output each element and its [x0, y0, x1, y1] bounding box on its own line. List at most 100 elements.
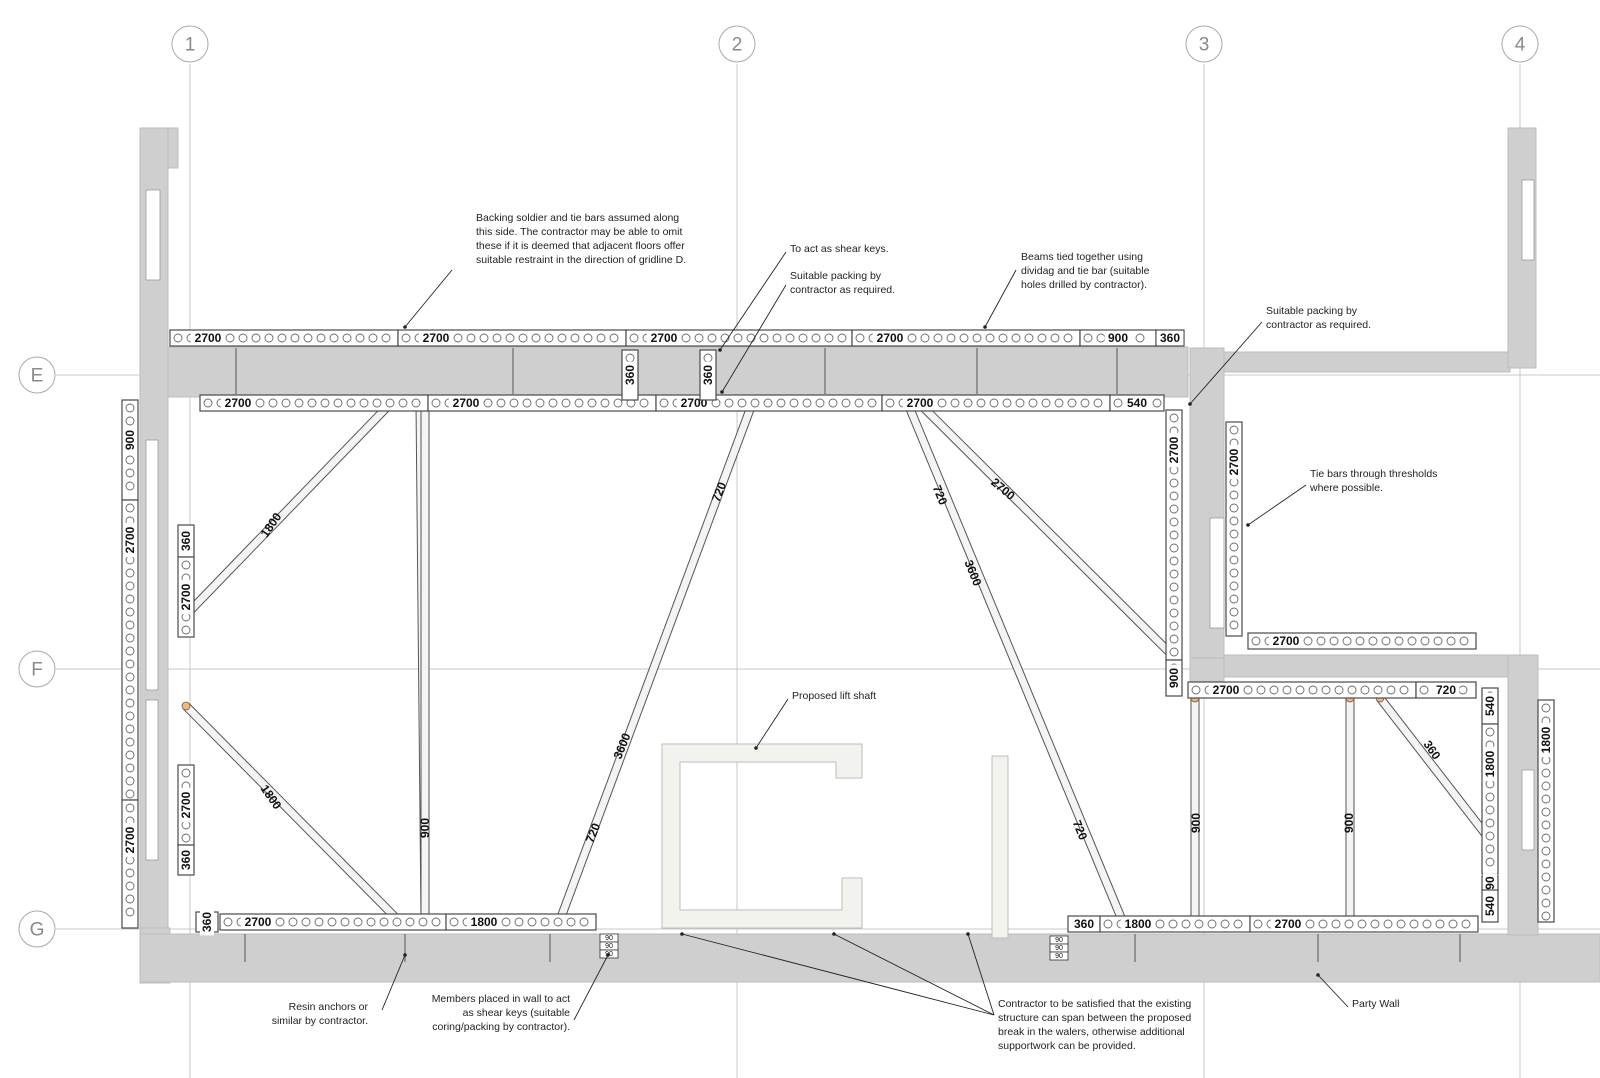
waler-hole	[1135, 333, 1145, 343]
waler-hole	[1229, 542, 1239, 552]
packer-label: 90	[605, 943, 613, 950]
waler-hole	[223, 917, 233, 927]
note-line: Backing soldier and tie bars assumed alo…	[476, 212, 679, 224]
waler-hole	[125, 659, 135, 669]
waler-hole	[342, 333, 352, 343]
waler-hole	[1233, 919, 1243, 929]
waler-label: 540	[1483, 696, 1497, 716]
note: To act as shear keys.	[718, 243, 889, 352]
waler-hole	[570, 333, 580, 343]
packer-label: 90	[605, 935, 613, 942]
waler-hole	[1458, 685, 1468, 695]
waler-hole	[288, 917, 298, 927]
waler-hole	[1448, 919, 1458, 929]
waler-label-bg	[1483, 873, 1497, 893]
leader-line	[967, 933, 995, 1016]
waler-hole	[431, 917, 441, 927]
waler-hole	[815, 398, 825, 408]
waler-hole	[1541, 820, 1551, 830]
waler-hole	[1169, 569, 1179, 579]
waler-hole	[125, 907, 135, 917]
waler-label-bg	[1270, 917, 1306, 931]
waler-hole	[907, 333, 917, 343]
waler-beam: 2700	[169, 329, 399, 347]
leader-arrow	[754, 746, 758, 750]
waler-hole	[181, 768, 191, 778]
waler-hole	[1229, 477, 1239, 487]
packer-label: 90	[1055, 945, 1063, 952]
waler-label-bg	[1123, 396, 1151, 410]
notes: Backing soldier and tie bars assumed alo…	[272, 212, 1438, 1052]
waler-label: 2700	[1167, 436, 1181, 463]
note-line: contractor as required.	[1266, 319, 1371, 331]
note-line: Tie bars through thresholds	[1310, 468, 1437, 480]
grid-bubble	[18, 910, 56, 948]
waler-hole	[398, 398, 408, 408]
waler-hole	[353, 917, 363, 927]
waler-hole	[418, 917, 428, 927]
waler-hole	[828, 398, 838, 408]
leader-line	[755, 698, 789, 749]
waler-label-bg	[179, 787, 193, 823]
waler-hole	[1037, 333, 1047, 343]
leader-line	[381, 954, 406, 1011]
waler-hole	[1041, 398, 1051, 408]
waler-beam: 2700	[121, 799, 139, 929]
waler-hole	[431, 398, 441, 408]
waler-hole	[327, 917, 337, 927]
waler-label-bg	[1120, 917, 1156, 931]
waler-beam: 1800	[1481, 723, 1499, 875]
waler-hole	[972, 333, 982, 343]
waler-hole	[1381, 636, 1391, 646]
waler-hole	[411, 398, 421, 408]
waler-hole	[1419, 685, 1429, 695]
waler-beam: 2700	[199, 394, 429, 412]
waler-hole	[316, 333, 326, 343]
leader-line	[1317, 974, 1349, 1008]
waler-label-bg	[240, 915, 276, 929]
waler-hole	[1169, 413, 1179, 423]
walls	[139, 127, 1600, 984]
waler-hole	[1541, 768, 1551, 778]
waler-hole	[125, 724, 135, 734]
waler-hole	[125, 789, 135, 799]
waler-hole	[985, 333, 995, 343]
prop-label: 900	[1342, 813, 1356, 833]
waler-hole	[1152, 398, 1162, 408]
waler-hole	[579, 917, 589, 927]
waler-hole	[854, 398, 864, 408]
waler-hole	[544, 333, 554, 343]
waler-hole	[1485, 805, 1495, 815]
waler-hole	[1169, 543, 1179, 553]
waler-hole	[837, 333, 847, 343]
waler-label-bg	[123, 822, 137, 858]
prop-strut	[182, 702, 402, 924]
waler-hole	[561, 398, 571, 408]
waler-hole	[125, 698, 135, 708]
waler-hole	[125, 581, 135, 591]
waler-hole	[1485, 792, 1495, 802]
waler-hole	[1103, 919, 1113, 929]
waler-beam: 2700	[1165, 409, 1183, 661]
waler-hole	[1229, 594, 1239, 604]
waler-hole	[505, 333, 515, 343]
waler-hole	[1396, 919, 1406, 929]
waler-hole	[540, 917, 550, 927]
waler-hole	[1011, 333, 1021, 343]
waler-label: 2700	[1273, 634, 1300, 648]
waler-hole	[1386, 685, 1396, 695]
waler-hole	[1344, 919, 1354, 929]
waler-label-bg	[123, 426, 137, 454]
waler-label: 360	[179, 850, 193, 870]
waler-hole	[449, 917, 459, 927]
note-line: structure can span between the proposed	[998, 1012, 1191, 1024]
waler-hole	[1541, 885, 1551, 895]
waler-hole	[1229, 607, 1239, 617]
note: Proposed lift shaft	[754, 690, 876, 750]
waler-hole	[1169, 530, 1179, 540]
grid-bubble	[1185, 25, 1223, 63]
waler-beam: 2700	[881, 394, 1111, 412]
waler-hole	[518, 333, 528, 343]
waler-hole	[776, 398, 786, 408]
